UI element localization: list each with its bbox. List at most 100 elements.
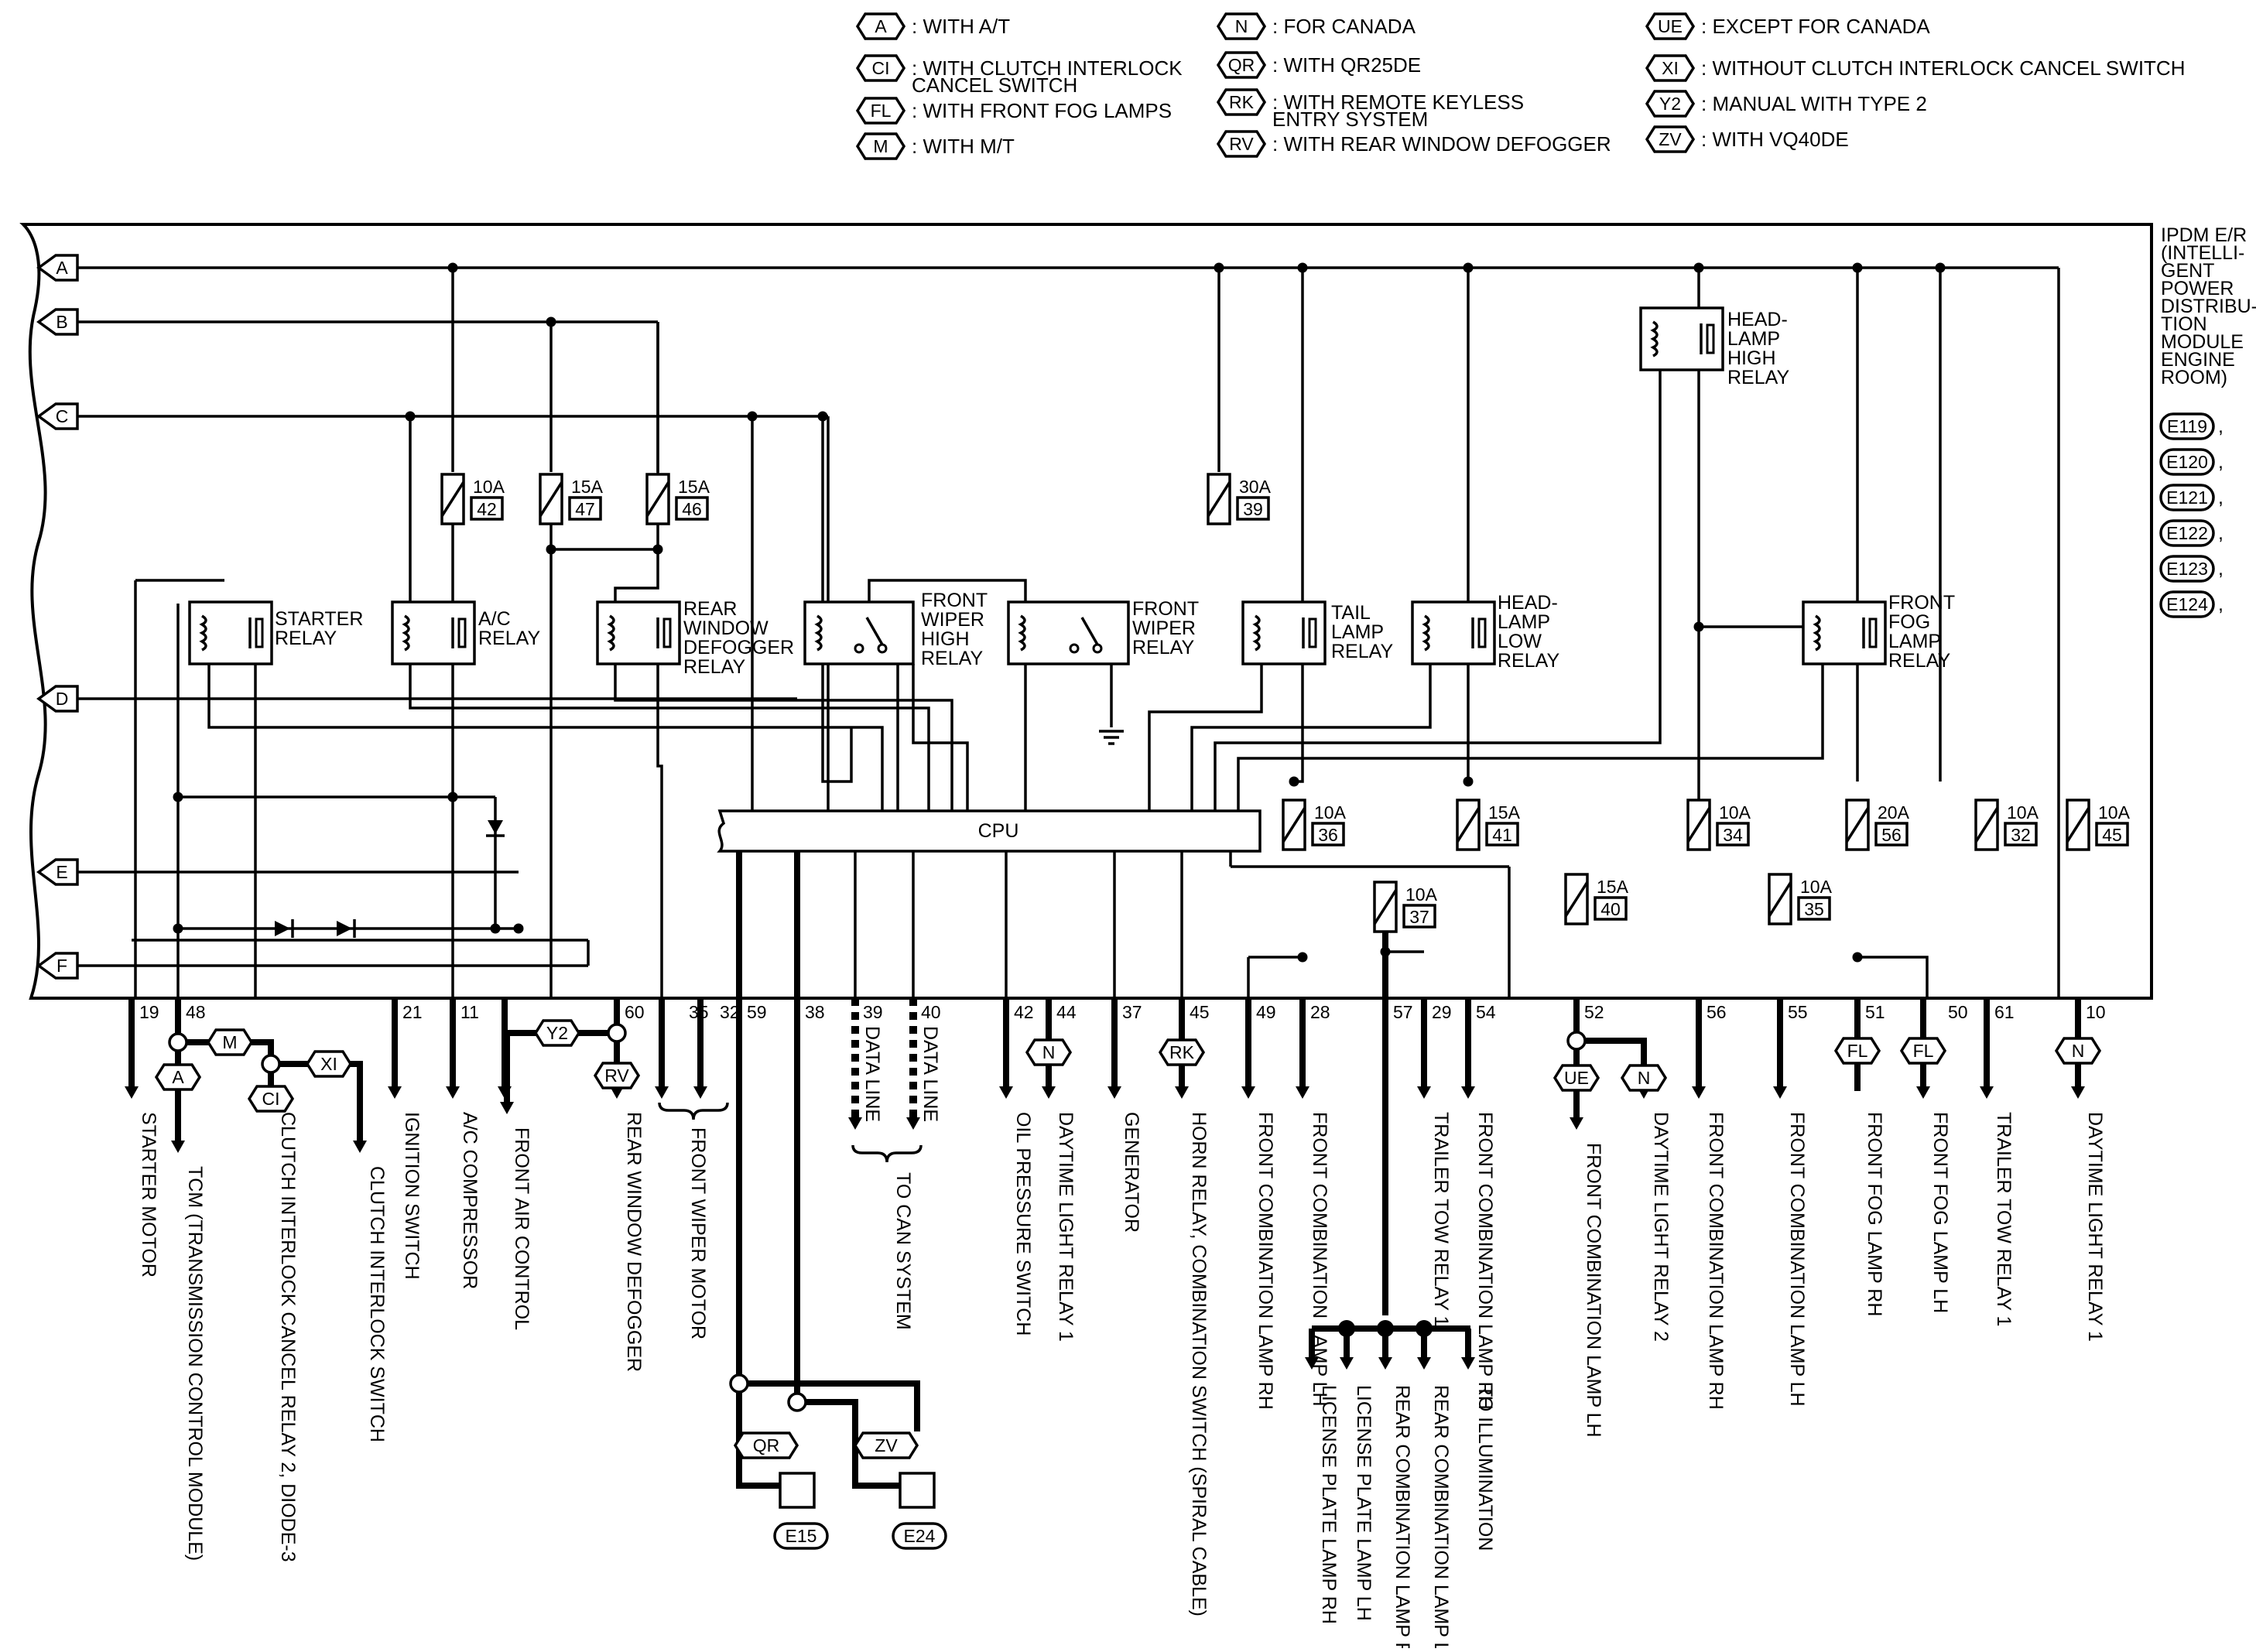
junction-dot xyxy=(447,262,458,273)
bus-connector-a: A xyxy=(36,254,79,282)
option-tag-label: FL xyxy=(1913,1041,1934,1061)
option-tag-shape xyxy=(855,12,906,40)
pin-59: 59 xyxy=(747,1002,767,1022)
relay-label-head-lamp-low-relay-line: RELAY xyxy=(1498,650,1559,672)
arrow-head xyxy=(1175,1086,1189,1099)
connector-e120-label: E120 xyxy=(2166,452,2208,472)
relay-coil xyxy=(814,614,823,652)
wire xyxy=(656,664,663,998)
option-tag-shape xyxy=(855,97,906,125)
fuse-rating: 10A xyxy=(1405,884,1438,905)
arrow-head xyxy=(446,1086,460,1099)
option-tag-shape xyxy=(1552,1064,1600,1092)
legend-text-a: : WITH A/T xyxy=(912,15,1010,38)
pin-19: 19 xyxy=(139,1002,159,1022)
connector-separator: , xyxy=(2218,416,2223,437)
fuse-element xyxy=(1564,881,1589,917)
option-tag-shape xyxy=(855,54,906,82)
relay-label-rear-window-defogger-relay-line: DEFOGGER xyxy=(683,637,794,658)
fuse-number-box xyxy=(568,496,602,521)
legend-text-zv: : WITH VQ40DE xyxy=(1701,128,1849,151)
arrow-head xyxy=(906,1117,920,1130)
fuse-number-box xyxy=(470,496,504,521)
arrow-head xyxy=(1296,1086,1309,1099)
tag-rv: RV xyxy=(593,1062,641,1089)
option-tag-shape xyxy=(1216,130,1267,158)
pin-35: 35 xyxy=(689,1002,709,1022)
output-label-clutch-interlock-switch: CLUTCH INTERLOCK SWITCH xyxy=(366,1166,388,1442)
fuse-number: 36 xyxy=(1318,825,1338,845)
arrow-head xyxy=(1305,1357,1319,1370)
arrow-head xyxy=(1461,1357,1475,1370)
fuse-rating: 10A xyxy=(2007,802,2039,823)
relay-label-front-wiper-high-relay-line: HIGH xyxy=(921,628,970,650)
junction-dot xyxy=(1380,946,1391,957)
module-name-line: DISTRIBU- xyxy=(2161,296,2256,317)
bus-connector-label: E xyxy=(56,862,67,882)
fuse-number-box xyxy=(1716,822,1750,847)
fuse-number: 46 xyxy=(682,499,702,519)
relay-label-head-lamp-low-relay-line: HEAD- xyxy=(1498,592,1558,614)
relay-switch xyxy=(1080,617,1099,645)
output-label-front-combination-lamp-lh: FRONT COMBINATION LAMP LH xyxy=(1786,1112,1808,1407)
relay-switch xyxy=(865,617,884,645)
arrow-head xyxy=(1773,1086,1787,1099)
ground-connector-e24 xyxy=(892,1522,947,1550)
option-tag-shape xyxy=(247,1085,295,1113)
output-label-daytime-light-relay-2: DAYTIME LIGHT RELAY 2 xyxy=(1650,1112,1672,1342)
fuse-number: 39 xyxy=(1243,499,1263,519)
fuse-rating: 15A xyxy=(571,477,604,497)
pin-50: 50 xyxy=(1948,1002,1968,1022)
relay-label-head-lamp-low-relay-line: LAMP xyxy=(1498,611,1550,633)
bus-connector-label: D xyxy=(56,689,69,709)
tag-fl: FL xyxy=(1833,1037,1881,1065)
relay-label-front-wiper-relay-line: RELAY xyxy=(1132,637,1194,658)
fuse-number-box xyxy=(1797,896,1831,921)
relay-label-head-lamp-high-relay-line: HEAD- xyxy=(1727,309,1788,330)
junction-dot xyxy=(173,792,183,802)
option-tag-shape xyxy=(1620,1064,1668,1092)
connector-separator: , xyxy=(2218,451,2223,473)
relay-terminal xyxy=(877,643,888,654)
pin-38: 38 xyxy=(805,1002,825,1022)
pin-44: 44 xyxy=(1056,1002,1077,1022)
wires xyxy=(77,266,2081,1503)
fuse-element xyxy=(1845,807,1870,843)
arrow-head xyxy=(999,1086,1013,1099)
bus-connector-e: E xyxy=(36,858,79,886)
tag-fl2: FL xyxy=(1899,1037,1947,1065)
arrow-head xyxy=(1417,1357,1431,1370)
relay-label-rear-window-defogger-relay-line: WINDOW xyxy=(683,617,769,639)
pin-40: 40 xyxy=(921,1002,941,1022)
option-tag-shape xyxy=(206,1028,254,1056)
junction-dot xyxy=(1852,262,1863,273)
fuse-rating: 10A xyxy=(1719,802,1751,823)
wire xyxy=(1148,664,1263,820)
splice-point xyxy=(1566,1031,1587,1051)
pin-52: 52 xyxy=(1584,1002,1604,1022)
tag-ci: CI xyxy=(247,1085,295,1113)
legend-tag-ci: CI xyxy=(855,54,906,82)
option-tag-label: XI xyxy=(1662,58,1679,78)
fuse-number: 41 xyxy=(1492,825,1512,845)
wire xyxy=(549,524,659,551)
fuse-rating: 15A xyxy=(1597,877,1629,897)
cpu-block xyxy=(717,809,1262,853)
arrow-head xyxy=(693,1086,707,1099)
arrow-head xyxy=(498,1086,512,1099)
option-tag-label: M xyxy=(222,1032,237,1052)
junction-dot xyxy=(1693,262,1704,273)
option-tag-shape xyxy=(1025,1038,1073,1066)
option-tag-shape xyxy=(733,1431,799,1459)
relay-contact xyxy=(1868,617,1878,648)
fuse-element xyxy=(1373,889,1398,925)
option-tag-label: RK xyxy=(1229,92,1255,112)
option-tag-label: ZV xyxy=(1659,129,1682,149)
cpu-label: CPU xyxy=(978,820,1019,842)
wire xyxy=(868,579,1027,820)
output-label-front-fog-lamp-lh: FRONT FOG LAMP LH xyxy=(1929,1112,1951,1313)
bus-connector-shape xyxy=(36,254,79,282)
arrow-head xyxy=(1107,1086,1121,1099)
arrow-head xyxy=(125,1086,139,1099)
